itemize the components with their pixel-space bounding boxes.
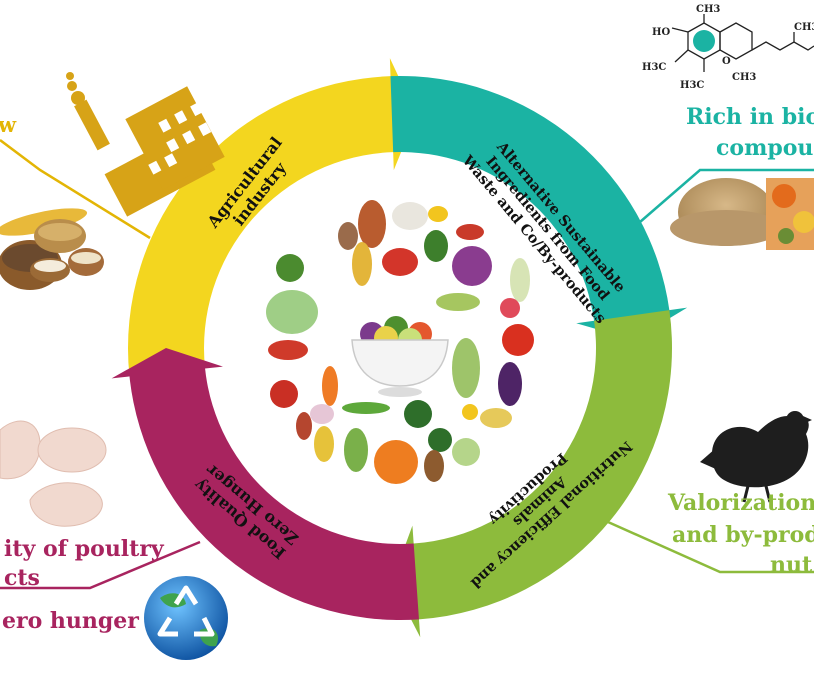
connector-quality <box>0 540 201 590</box>
vegetable-3 <box>428 206 448 222</box>
valorization-label-line1: Valorization <box>668 490 814 516</box>
vegetable-1 <box>358 200 386 248</box>
vegetable-6 <box>276 254 304 282</box>
vegetable-31 <box>452 438 480 466</box>
cycle-segment-4 <box>111 348 419 620</box>
rich-label-line1: Rich in bio <box>686 104 814 130</box>
zero-hunger-label: ero hunger <box>2 608 139 634</box>
vegetable-23 <box>404 400 432 428</box>
vegetable-25 <box>462 404 478 420</box>
molecule-icon <box>671 14 814 72</box>
vegetable-11 <box>510 258 530 302</box>
hen-icon <box>700 411 812 503</box>
cycle-segment-1 <box>128 58 417 377</box>
vegetable-30 <box>424 450 444 482</box>
grains-icon <box>0 208 104 290</box>
valorization-label-line3: nut <box>770 552 813 578</box>
vegetable-29 <box>374 440 418 484</box>
vegetable-5 <box>338 222 358 250</box>
cycle-segment-3 <box>391 310 672 638</box>
vegetable-7 <box>352 242 372 286</box>
vegetable-10 <box>424 230 448 262</box>
vegetable-16 <box>268 340 308 360</box>
vegetable-15 <box>502 324 534 356</box>
vegetable-12 <box>266 290 318 334</box>
vegetable-22 <box>342 402 390 414</box>
bowl-base <box>378 387 422 397</box>
vegetables-bowl-icon <box>266 200 534 484</box>
vegetable-4 <box>456 224 484 240</box>
vegetable-18 <box>498 362 522 406</box>
vegetable-17 <box>452 338 480 398</box>
molecule-label-ch3-top: CH3 <box>696 4 720 15</box>
molecule-label-o: O <box>722 56 731 67</box>
raw-label: w <box>0 112 17 137</box>
quality-label-line1: ity of poultry <box>4 536 164 562</box>
recycle-globe-icon <box>144 576 228 660</box>
cycle-ring <box>111 58 688 638</box>
rich-label-line2: compour <box>716 135 814 161</box>
vegetable-20 <box>322 366 338 406</box>
molecule-label-ch3-tail: CH3 <box>794 22 814 33</box>
vegetable-2 <box>392 202 428 230</box>
quality-label-line2: cts <box>4 565 40 591</box>
connector-lines <box>0 139 814 590</box>
vegetable-21 <box>310 404 334 424</box>
connector-valorization <box>607 520 814 574</box>
vegetable-14 <box>500 298 520 318</box>
vegetable-27 <box>314 426 334 462</box>
poultry-meat-icon <box>0 420 107 527</box>
connector-raw <box>0 139 151 240</box>
vegetable-19 <box>270 380 298 408</box>
factory-icon <box>66 72 225 217</box>
vegetable-8 <box>382 248 418 276</box>
valorization-label-line2: and by-produ <box>672 522 814 548</box>
vegetable-24 <box>428 428 452 452</box>
bowl <box>351 339 449 387</box>
vegetable-26 <box>480 408 512 428</box>
connector-rich <box>639 168 814 223</box>
molecule-label-ho: HO <box>652 27 670 38</box>
molecule-labels: HO CH3 H3C O CH3 H3C CH3 <box>642 4 814 91</box>
molecule-label-h3c-bottom: H3C <box>680 80 704 91</box>
molecule-label-h3c-left: H3C <box>642 62 666 73</box>
powder-icon <box>670 178 814 250</box>
cycle-segment-2 <box>390 76 688 340</box>
molecule-label-ch3-ring: CH3 <box>732 72 756 83</box>
vegetable-28 <box>344 428 368 472</box>
vegetable-9 <box>452 246 492 286</box>
vegetable-13 <box>436 293 480 311</box>
vegetable-32 <box>296 412 312 440</box>
